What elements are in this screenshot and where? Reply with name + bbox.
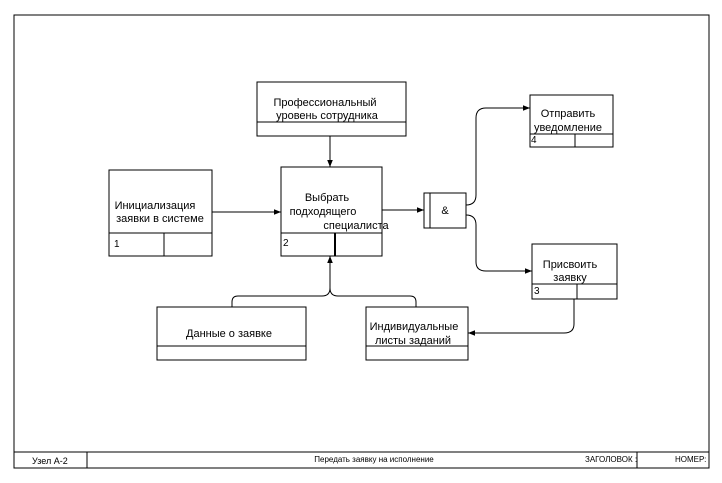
footer-title: Передать заявку на исполнение <box>314 455 434 464</box>
junction-label: & <box>441 205 449 217</box>
node-notify-line1: Отправить <box>541 108 596 120</box>
data-box-task-lists: Индивидуальные листы заданий <box>365 306 469 361</box>
node-notify-number: 4 <box>531 135 537 146</box>
arrow-lists-to-mechanism <box>329 287 417 307</box>
data-box-request: Данные о заявке <box>156 306 307 361</box>
arrow-junction-to-notify <box>465 105 530 206</box>
node-main-line3: специалиста <box>323 220 389 232</box>
footer-number-label: НОМЕР: <box>675 455 706 464</box>
node-assign-line2: заявку <box>553 272 587 284</box>
node-notify-line2: уведомление <box>534 122 602 134</box>
data-prof-line1: Профессиональный <box>273 97 376 109</box>
node-assign: Присвоить заявку 3 <box>531 243 618 300</box>
node-assign-number: 3 <box>534 286 540 297</box>
data-request-line1: Данные о заявке <box>186 328 272 340</box>
junction-and: & <box>423 192 467 229</box>
node-init: Инициализация заявки в системе 1 <box>108 169 213 257</box>
node-assign-line1: Присвоить <box>543 259 598 271</box>
data-lists-line1: Индивидуальные <box>370 321 459 333</box>
node-init-line2: заявки в системе <box>116 213 204 225</box>
node-main-line1: Выбрать <box>305 192 350 204</box>
data-lists-line2: листы заданий <box>375 335 451 347</box>
node-main-line2: подходящего <box>290 206 357 218</box>
arrow-mechanism-to-main <box>231 256 333 307</box>
footer: Узел А-2 Передать заявку на исполнение З… <box>14 451 709 468</box>
arrow-junction-to-assign <box>465 214 532 274</box>
node-notify: Отправить уведомление 4 <box>529 94 614 148</box>
node-init-line1: Инициализация <box>115 200 196 212</box>
data-prof-line2: уровень сотрудника <box>276 110 379 122</box>
arrows <box>212 105 575 336</box>
arrow-assign-to-lists <box>468 299 575 336</box>
diagram-frame <box>13 14 710 469</box>
footer-node-label: Узел А-2 <box>32 456 68 466</box>
footer-heading-label: ЗАГОЛОВОК : <box>585 455 637 464</box>
node-main: Выбрать подходящего специалиста 2 <box>280 166 389 257</box>
node-init-number: 1 <box>114 239 120 250</box>
node-main-number: 2 <box>283 238 289 249</box>
data-box-prof-level: Профессиональный уровень сотрудника <box>256 81 407 137</box>
